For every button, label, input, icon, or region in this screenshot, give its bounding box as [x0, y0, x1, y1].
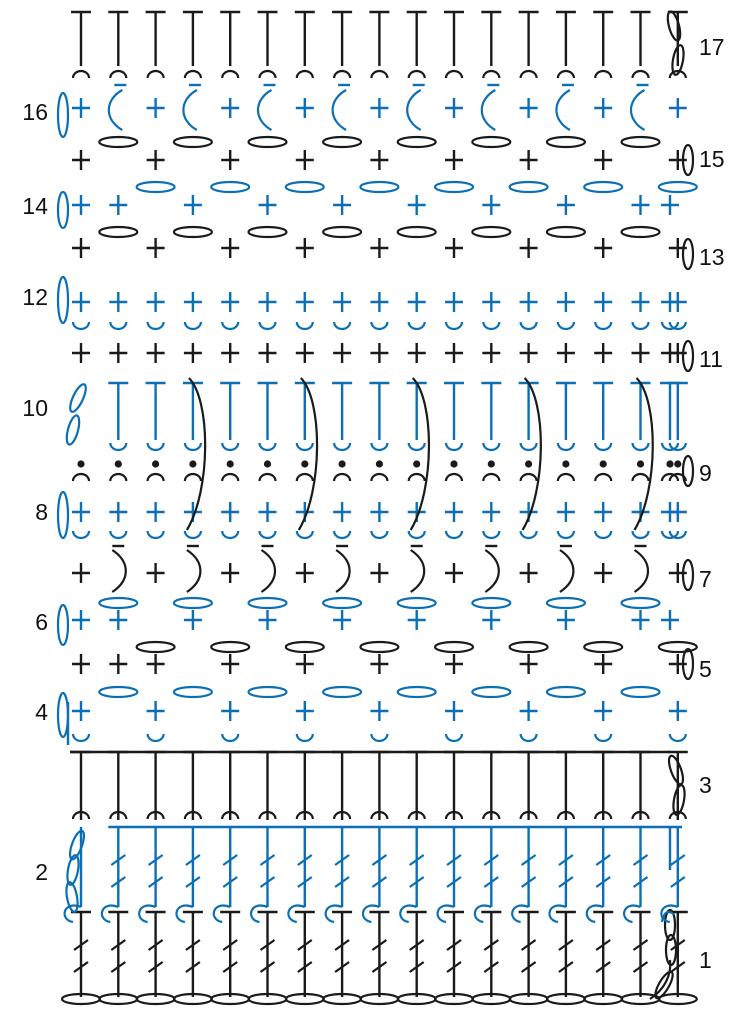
- row-13: [72, 225, 695, 271]
- row-number-left: 14: [22, 193, 48, 219]
- row-15: [72, 135, 695, 177]
- row-4: [56, 685, 687, 745]
- row-2: [63, 825, 686, 924]
- row-number-right: 13: [699, 244, 725, 270]
- row-10: [65, 377, 688, 531]
- row-number-right: 3: [699, 772, 712, 798]
- row-3: [70, 750, 688, 820]
- row-12: [56, 275, 687, 331]
- row-7: [72, 544, 695, 593]
- row-number-right: 11: [699, 346, 723, 372]
- row-16: [56, 83, 687, 139]
- row-5: [72, 640, 698, 681]
- row-number-left: 2: [35, 859, 48, 885]
- row-number-left: 10: [22, 395, 48, 421]
- row-number-right: 1: [699, 947, 712, 973]
- row-number-right: 9: [699, 460, 712, 486]
- row-number-right: 15: [699, 146, 725, 172]
- row-number-left: 16: [22, 99, 48, 125]
- row-number-right: 7: [699, 566, 712, 592]
- row-14: [56, 180, 698, 230]
- row-number-left: 4: [35, 699, 48, 725]
- row-number-right: 5: [699, 656, 712, 682]
- row-number-right: 17: [699, 34, 725, 60]
- row-11: [72, 339, 695, 373]
- row-number-left: 12: [22, 284, 48, 310]
- row-17: [71, 10, 688, 79]
- row-1: [60, 908, 698, 1006]
- row-8: [56, 490, 687, 540]
- row-number-left: 6: [35, 609, 48, 635]
- row-9: [71, 454, 695, 488]
- row-6: [56, 596, 679, 647]
- row-number-left: 8: [35, 499, 48, 525]
